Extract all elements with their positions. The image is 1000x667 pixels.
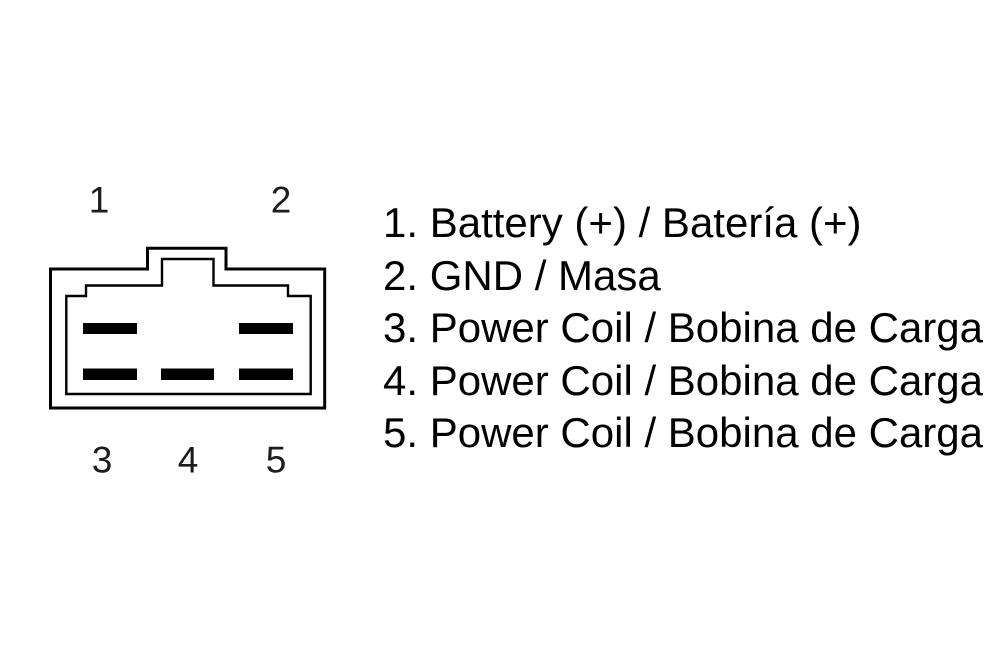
legend-item-label: Power Coil / Bobina de Carga: [429, 409, 984, 456]
legend-item-2: 2.GND / Masa: [383, 250, 983, 303]
legend-item-label: Battery (+) / Batería (+): [429, 199, 862, 246]
legend-item-number: 1.: [383, 199, 419, 246]
pin-3-terminal: [83, 368, 137, 380]
legend-item-5: 5.Power Coil / Bobina de Carga: [383, 407, 983, 460]
pin-5-terminal: [239, 368, 293, 380]
pin-legend: 1.Battery (+) / Batería (+) 2.GND / Masa…: [383, 197, 983, 460]
pin-2-label: 2: [270, 179, 292, 221]
pin-3-label: 3: [91, 439, 113, 481]
pin-1-label: 1: [88, 179, 110, 221]
legend-item-4: 4.Power Coil / Bobina de Carga: [383, 355, 983, 408]
pin-2-terminal: [239, 323, 293, 334]
legend-item-label: Power Coil / Bobina de Carga: [429, 356, 984, 404]
pin-4-label: 4: [177, 439, 199, 481]
legend-item-number: 5.: [383, 409, 419, 456]
connector-inner-outline: [65, 257, 312, 396]
pin-5-label: 5: [265, 439, 287, 481]
legend-item-number: 4.: [383, 356, 419, 404]
connector-outer-outline: [49, 246, 327, 410]
legend-item-number: 2.: [383, 251, 419, 299]
legend-item-label: Power Coil / Bobina de Carga: [429, 304, 984, 351]
legend-item-label: GND / Masa: [429, 251, 661, 299]
legend-item-number: 3.: [383, 304, 419, 351]
pin-1-terminal: [83, 323, 137, 334]
legend-item-3: 3.Power Coil / Bobina de Carga: [383, 302, 983, 355]
pin-4-terminal: [161, 368, 214, 380]
legend-item-1: 1.Battery (+) / Batería (+): [383, 197, 983, 250]
